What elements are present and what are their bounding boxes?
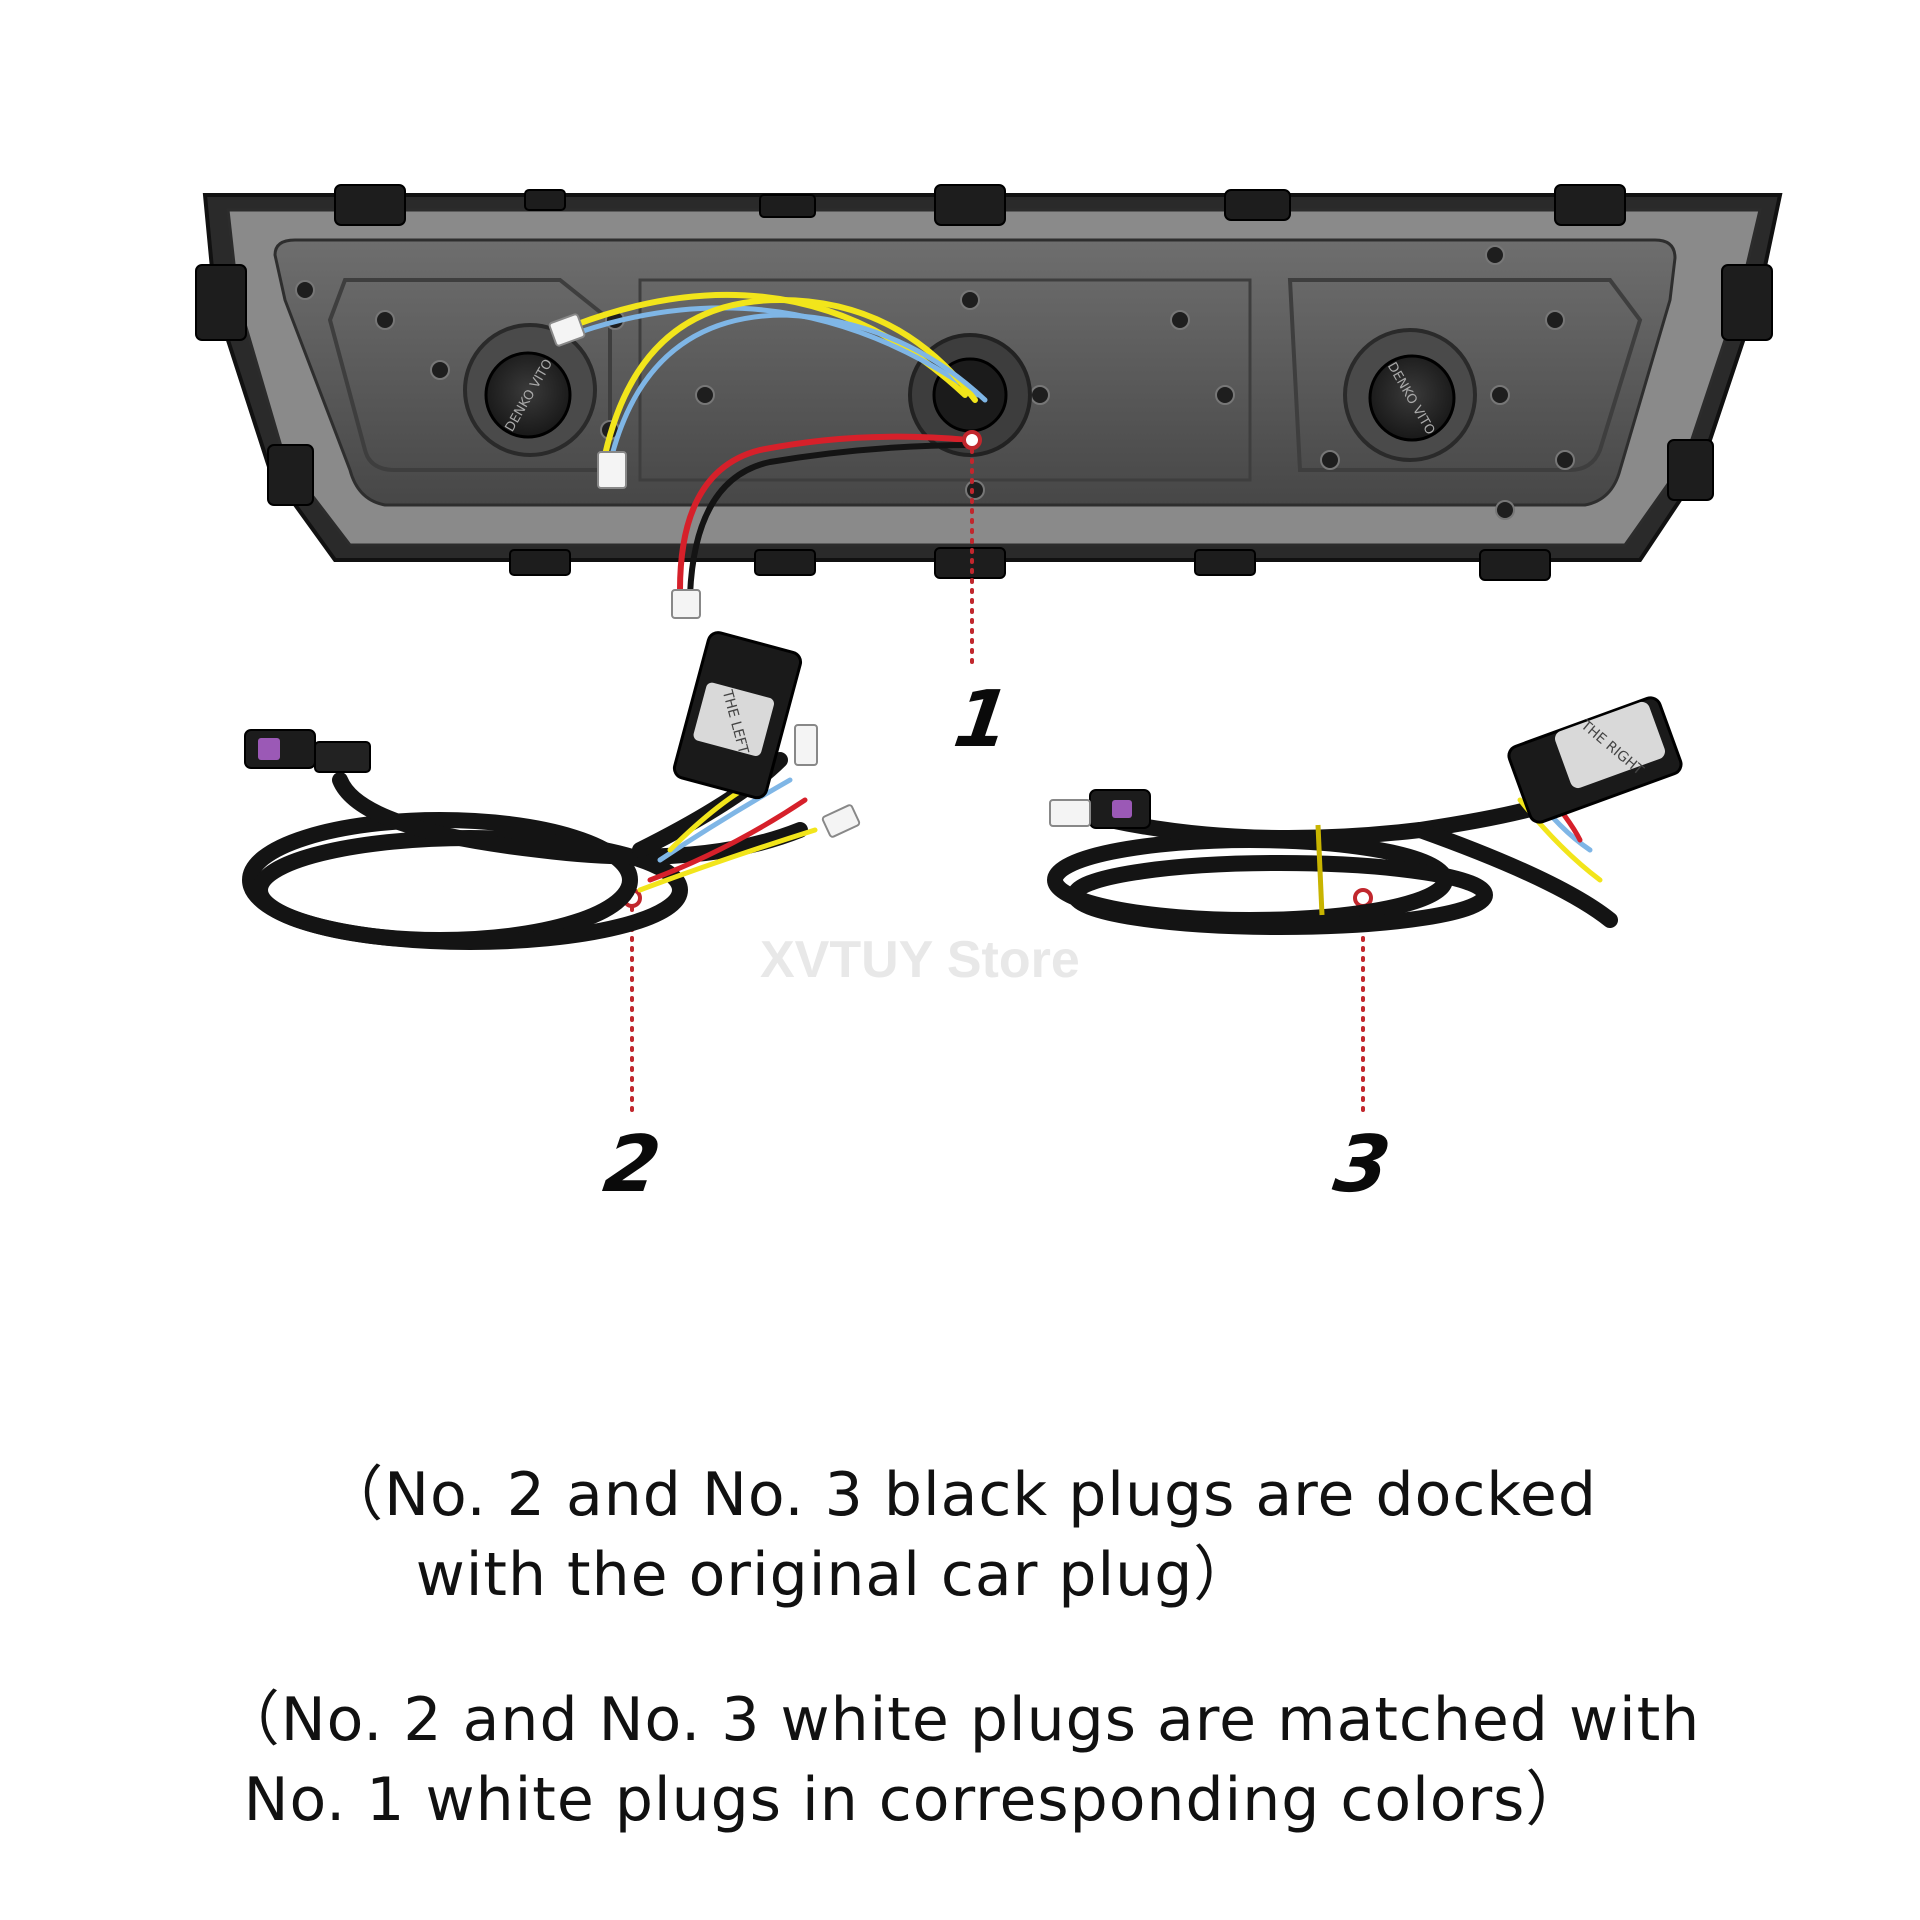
- blue-wire-lower: [609, 312, 988, 458]
- caption-black-plugs-line-1: （No. 2 and No. 3 black plugs are docked: [323, 1460, 1597, 1530]
- yellow-wire-lower: [602, 296, 978, 458]
- right-wiring-harness: THE RIGHT: [1047, 696, 1683, 935]
- black-wire: [687, 442, 978, 598]
- housing-top-clips: [334, 184, 1626, 226]
- left-lamp-socket: DENKO VITO: [463, 323, 597, 457]
- panel-ridge-center: [638, 278, 1252, 482]
- right-harness-tie: [1315, 824, 1325, 916]
- housing-side-clips: [195, 264, 1773, 506]
- caption-white-plugs: （No. 2 and No. 3 white plugs are matched…: [0, 1680, 1920, 1840]
- caption-black-plugs: （No. 2 and No. 3 black plugs are docked …: [0, 1455, 1920, 1615]
- callout-3-dot: [1353, 888, 1373, 908]
- left-harness-white-plugs: [794, 724, 861, 838]
- housing-wires: [572, 291, 988, 598]
- housing-white-plugs: [548, 313, 701, 619]
- light-housing: DENKO VITO DENKO VITO: [195, 184, 1783, 619]
- watermark: XVTUY Store: [760, 931, 1080, 989]
- left-harness-main-connector: THE LEFT: [672, 631, 803, 800]
- right-harness-main-connector: THE RIGHT: [1507, 696, 1683, 824]
- caption-white-plugs-line-2: No. 1 white plugs in corresponding color…: [243, 1765, 1587, 1835]
- caption-black-plugs-line-2: with the original car plug）: [415, 1540, 1255, 1610]
- right-harness-coils: [1047, 792, 1618, 935]
- left-harness-small-connector: [244, 729, 371, 773]
- right-lamp-socket: DENKO VITO: [1343, 328, 1477, 462]
- housing-bottom-clips: [509, 547, 1551, 581]
- callout-lines: [622, 430, 1373, 1117]
- left-wiring-harness: THE LEFT: [242, 631, 861, 950]
- red-wire: [677, 433, 971, 593]
- caption-white-plugs-line-1: （No. 2 and No. 3 white plugs are matched…: [219, 1685, 1701, 1755]
- callout-1-dot: [962, 430, 982, 450]
- panel-ridge-right: [1287, 278, 1643, 472]
- right-harness-small-connector: [1049, 789, 1151, 829]
